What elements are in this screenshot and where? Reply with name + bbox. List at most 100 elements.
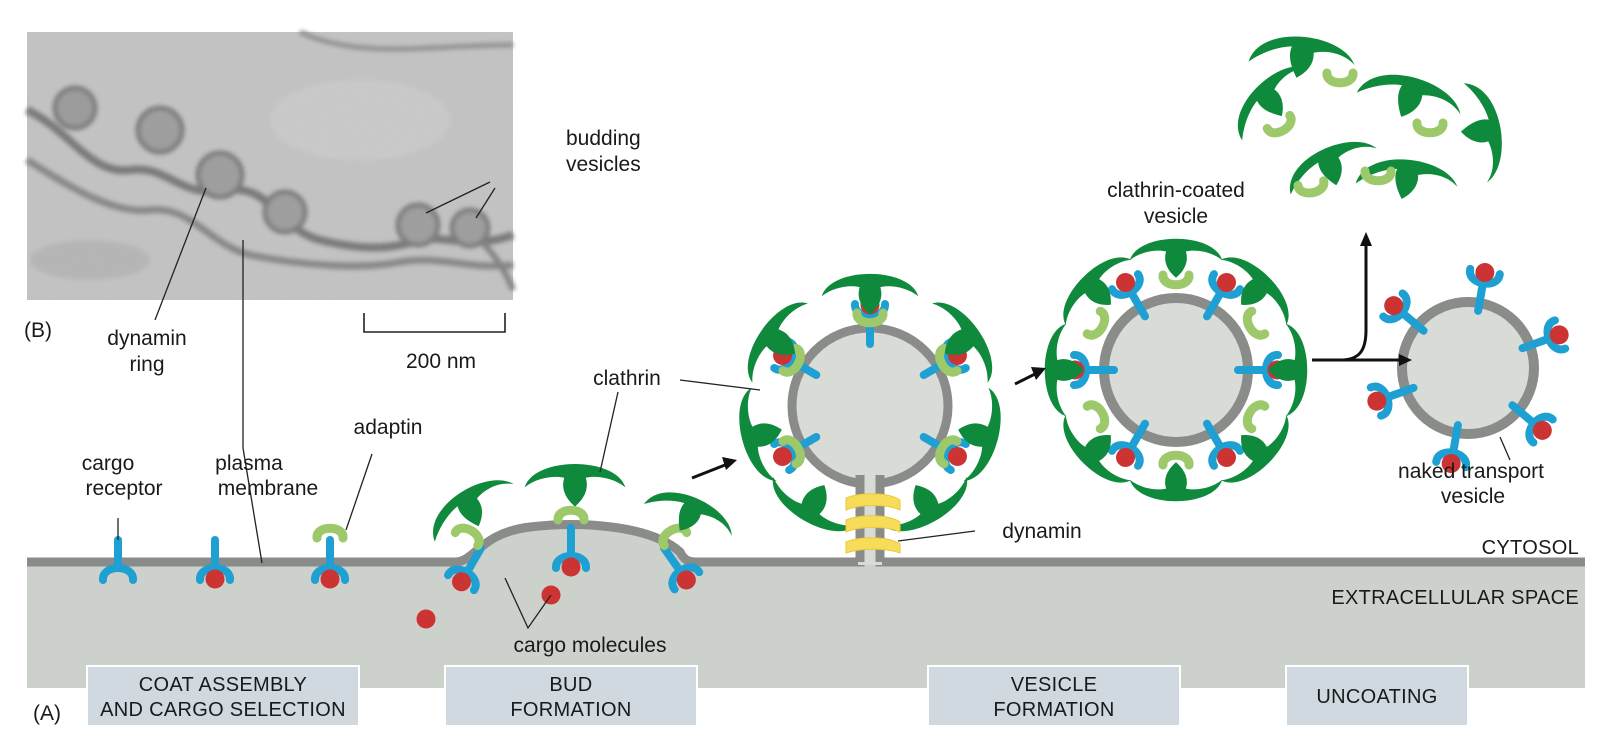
- label-budding: budding: [566, 127, 641, 150]
- cargo-receptor-loaded-2: [311, 536, 349, 589]
- coated-vesicle-receptor-3: [1203, 419, 1244, 470]
- label-cargo: cargo: [82, 452, 135, 475]
- cargo-receptor-empty: [99, 536, 137, 584]
- coated-vesicle-adaptin-2: [1242, 306, 1270, 340]
- bud-vesicle-clathrin-7: [773, 476, 857, 532]
- leader-dynamin-ring: [154, 187, 207, 321]
- bud-clathrin-3: [643, 492, 732, 536]
- stage-line: UNCOATING: [1316, 686, 1437, 708]
- stage-vesicle-formation: VESICLE FORMATION: [927, 665, 1181, 727]
- label-cytosol: CYTOSOL: [1482, 537, 1579, 559]
- coated-vesicle-adaptin-1: [1158, 270, 1194, 290]
- released-clathrin-3: [1356, 74, 1461, 117]
- bud-receptor-3: [660, 544, 704, 594]
- leader-budding-1: [425, 181, 491, 214]
- cargo-molecule: [947, 447, 967, 466]
- bud-vesicle-clathrin-2: [932, 302, 993, 383]
- label-vesicle-2: vesicle: [1441, 485, 1505, 508]
- label-dynamin: dynamin: [107, 327, 186, 350]
- naked-vesicle-receptor-4: [1432, 421, 1470, 474]
- budding-vesicle: [787, 323, 953, 565]
- stage-line: FORMATION: [993, 699, 1114, 721]
- label-plasma: plasma: [215, 452, 283, 475]
- label-membrane: membrane: [218, 477, 318, 500]
- stage-line: VESICLE: [1011, 674, 1098, 696]
- bud-adaptin-2: [553, 505, 589, 525]
- cargo-molecule: [1116, 447, 1135, 467]
- released-adaptin-3: [1412, 118, 1448, 138]
- coated-vesicle-adaptin-5: [1082, 400, 1110, 434]
- released-adaptin-4: [1293, 176, 1329, 198]
- dynamin-collar: [845, 493, 901, 554]
- label-receptor: receptor: [85, 477, 162, 500]
- bud-vesicle-adaptin-3: [778, 343, 805, 377]
- bud-vesicle-clathrin-1: [821, 273, 919, 315]
- diagram-marks: [99, 36, 1570, 629]
- coated-vesicle-clathrin-4: [1220, 414, 1289, 483]
- micrograph: [25, 29, 516, 300]
- scale-bar: [363, 313, 506, 333]
- cargo-molecule: [1116, 273, 1135, 293]
- naked-vesicle-receptor-3: [1508, 401, 1557, 447]
- bud-vesicle-clathrin-6: [883, 476, 967, 532]
- bud-vesicle-clathrin-5: [739, 387, 782, 482]
- label-vesicles: vesicles: [566, 153, 641, 176]
- coated-vesicle-receptor-1: [1203, 270, 1244, 321]
- stage-uncoating: UNCOATING: [1285, 665, 1469, 727]
- cargo-molecule: [1367, 391, 1387, 411]
- cargo-molecule: [1549, 325, 1569, 345]
- bud-adaptin-3: [658, 523, 692, 551]
- naked-vesicle-receptor-6: [1379, 289, 1428, 335]
- cargo-molecule: [452, 572, 471, 592]
- cargo-molecule: [1217, 273, 1236, 293]
- bud-vesicle-adaptin-1: [852, 308, 888, 328]
- label-adaptin: adaptin: [354, 416, 423, 439]
- cargo-molecule: [773, 447, 793, 466]
- coated-vesicle-adaptin-4: [1158, 450, 1194, 470]
- coated-vesicle-clathrin-8: [1063, 257, 1132, 326]
- coated-vesicle-adaptin-3: [1242, 400, 1270, 434]
- adaptin-membrane: [312, 523, 348, 543]
- bud-clathrin-2: [524, 464, 626, 507]
- coated-vesicle-clathrin-1: [1129, 238, 1223, 278]
- bud-vesicle-adaptin-5: [778, 435, 805, 469]
- coated-vesicle-clathrin-3: [1268, 323, 1308, 417]
- stage-bud-formation: BUD FORMATION: [444, 665, 698, 727]
- released-adaptin-5: [1360, 166, 1396, 186]
- label-clathrin-coated: clathrin-coated: [1107, 179, 1245, 202]
- cargo-molecule: [1532, 420, 1552, 440]
- coated-vesicle-receptor-6: [1108, 270, 1149, 321]
- cargo-molecule: [1217, 447, 1236, 467]
- leaders-panel-a: [117, 379, 1511, 630]
- stage-line: BUD: [549, 674, 592, 696]
- stage-line: COAT ASSEMBLY: [139, 674, 307, 696]
- coated-vesicle-clathrin-5: [1129, 462, 1223, 502]
- bud-receptor-2: [552, 524, 590, 577]
- naked-vesicle-receptor-5: [1366, 382, 1418, 420]
- coated-vesicle-clathrin-7: [1044, 323, 1084, 417]
- leader-budding-2: [475, 187, 496, 219]
- naked-vesicle-receptor-1: [1466, 262, 1504, 315]
- label-scale-bar: 200 nm: [406, 350, 476, 373]
- released-clathrin-1: [1248, 36, 1355, 78]
- label-extracellular-space: EXTRACELLULAR SPACE: [1331, 587, 1579, 609]
- released-clathrin-2: [1237, 66, 1308, 141]
- stage-line: FORMATION: [510, 699, 631, 721]
- released-adaptin-2: [1262, 110, 1296, 138]
- cargo-molecule: [1384, 296, 1404, 316]
- panel-a-label: (A): [33, 702, 61, 725]
- clathrin-coated-vesicle-body: [1099, 293, 1253, 447]
- cargo-molecule: [1475, 262, 1495, 282]
- bud-vesicle-clathrin-4: [958, 387, 1001, 482]
- cargo-receptor-loaded-1: [196, 536, 234, 589]
- naked-vesicle-receptor-2: [1518, 316, 1570, 354]
- bud-vesicle-receptor-5: [770, 433, 821, 474]
- arrows: [691, 232, 1412, 480]
- bud-receptor-1: [444, 544, 485, 595]
- cargo-molecule: [676, 570, 696, 590]
- bud-adaptin-1: [450, 523, 484, 551]
- released-clathrin-4: [1460, 83, 1502, 183]
